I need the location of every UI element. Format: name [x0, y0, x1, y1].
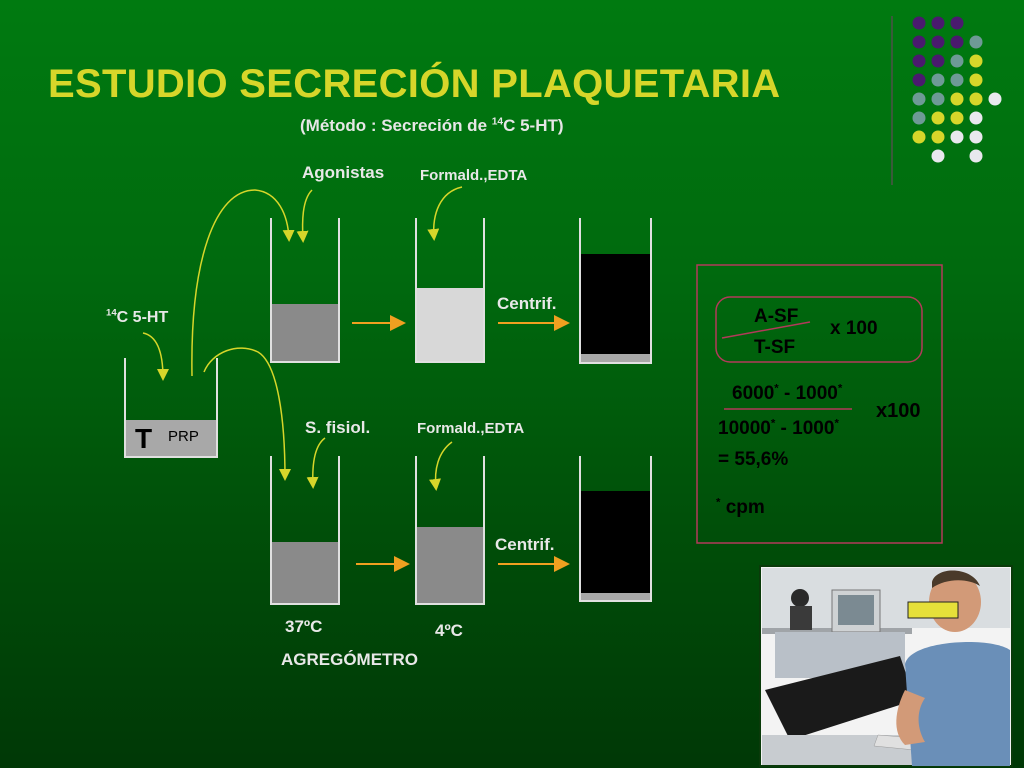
grid-dot [931, 111, 945, 125]
grid-dot [931, 130, 945, 144]
curved-arrow-icon [203, 347, 291, 481]
curved-arrow-icon [296, 189, 313, 243]
curved-arrow-icon [427, 186, 463, 241]
grid-dot [912, 92, 926, 106]
formald-label-top: Formald.,EDTA [420, 167, 528, 184]
formula-line1: 6000* - 1000* [732, 382, 843, 404]
curved-arrow-icon [142, 332, 169, 381]
agregometro-label: AGREGÓMETRO [281, 650, 418, 669]
grid-dot [950, 92, 964, 106]
grid-dot [931, 149, 945, 163]
grid-dot [950, 54, 964, 68]
fraction-highlight [715, 296, 923, 363]
tube-centrif-top [579, 218, 652, 364]
grid-dot [912, 54, 926, 68]
formula-denominator: T-SF [754, 337, 796, 358]
centrif-label-top: Centrif. [497, 294, 557, 313]
grid-dot [969, 92, 983, 106]
formula-result: = 55,6% [718, 449, 789, 470]
grid-dot [931, 35, 945, 49]
tube-saline [270, 456, 340, 605]
prp-tube [124, 358, 218, 458]
curved-arrow-icon [429, 441, 453, 491]
tube-centrif-bottom [579, 456, 652, 602]
tube-t-label: T [135, 423, 153, 454]
formula-x100: x100 [876, 400, 921, 422]
page-subtitle: (Método : Secreción de 14C 5-HT) [300, 116, 564, 135]
isotope-label: 14C 5-HT [106, 307, 169, 326]
grid-dot [950, 35, 964, 49]
formald-label-bottom: Formald.,EDTA [417, 420, 525, 437]
formula-multiplier: x 100 [830, 318, 878, 339]
grid-dot [969, 149, 983, 163]
grid-dot [912, 130, 926, 144]
formula-footnote: * cpm [716, 496, 765, 518]
grid-dot [969, 73, 983, 87]
grid-dot [931, 73, 945, 87]
grid-dot [931, 54, 945, 68]
grid-dot [912, 111, 926, 125]
centrif-label-bottom: Centrif. [495, 535, 555, 554]
grid-dot [950, 73, 964, 87]
tube-fixed-bottom [415, 456, 485, 605]
grid-dot [931, 92, 945, 106]
agonistas-label: Agonistas [302, 163, 385, 182]
fraction-bar [721, 321, 811, 339]
grid-dot [912, 73, 926, 87]
grid-dot [931, 16, 945, 30]
grid-dot [988, 92, 1002, 106]
grid-dot [950, 16, 964, 30]
grid-dot [969, 35, 983, 49]
grid-dot [912, 35, 926, 49]
curved-arrow-icon [191, 189, 295, 377]
grid-dot [969, 54, 983, 68]
grid-dot [969, 111, 983, 125]
grid-dot [950, 130, 964, 144]
person-shirt [905, 641, 1010, 766]
temp-4-label: 4ºC [435, 621, 463, 640]
tube-prp-label: PRP [168, 428, 199, 445]
s-fisiol-label: S. fisiol. [305, 418, 371, 437]
temp-37-label: 37ºC [285, 617, 323, 636]
grid-dot [912, 16, 926, 30]
tube-fixed-top [415, 218, 485, 363]
page-title: ESTUDIO SECRECIÓN PLAQUETARIA [48, 62, 781, 106]
formula-line2: 10000* - 1000* [718, 417, 839, 439]
dot-grid-icon [912, 16, 1002, 163]
formula-box [696, 264, 943, 544]
formula-numerator: A-SF [754, 306, 799, 327]
eye-censor-bar [907, 601, 959, 619]
grid-dot [950, 111, 964, 125]
curved-arrow-icon [306, 437, 326, 489]
grid-dot [969, 130, 983, 144]
tube-agonist [270, 218, 340, 363]
